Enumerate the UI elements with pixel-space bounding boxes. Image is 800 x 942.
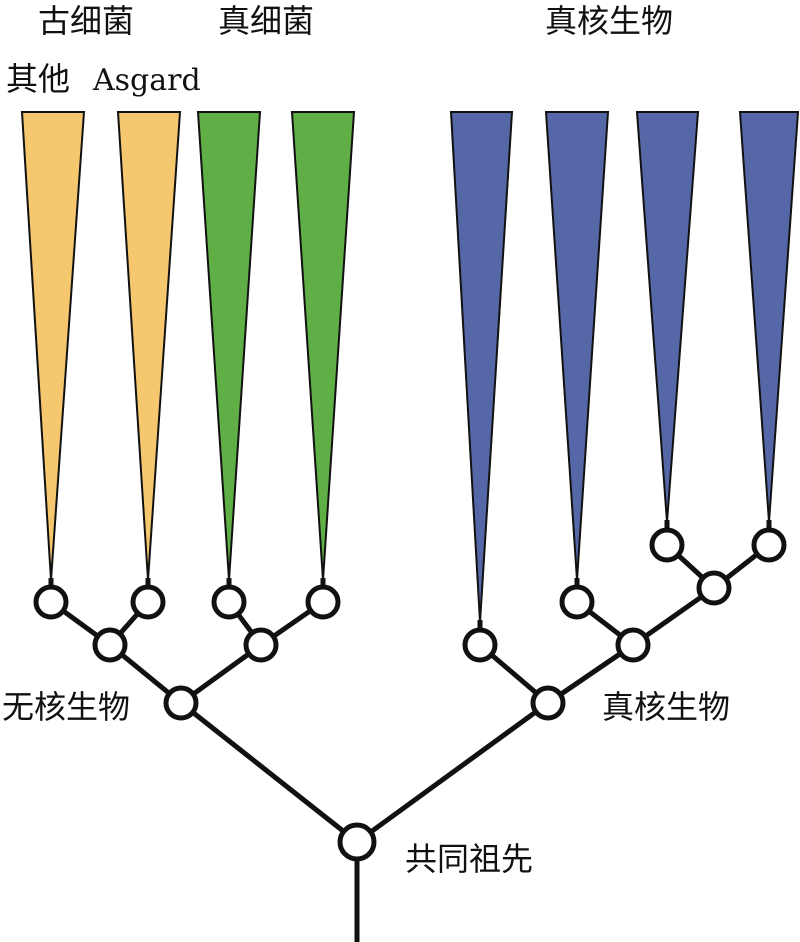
group-label-archaea: 古细菌 [38,2,134,40]
group-label-eukaryotes: 真核生物 [545,2,673,40]
tip-node-eukaryote-2 [559,584,595,620]
archaea-other-label: 其他 [6,60,70,98]
tip-node-archaea-other [33,584,69,620]
tip-node-eukaryote-3 [649,527,685,563]
tip-node-archaea-asgard [130,584,166,620]
wedge-bacteria-2 [290,111,356,581]
eukaryote-node [530,685,566,721]
eukaryote-node-label: 真核生物 [602,688,730,726]
root-node-label: 共同祖先 [405,840,533,878]
wedge-eukaryote-3 [635,111,700,523]
tip-node-eukaryote-1 [462,627,498,663]
wedge-archaea-asgard [116,111,182,581]
wedge-eukaryote-4 [738,111,800,523]
root-node [337,822,377,862]
eukaryote-inner-node-1 [615,627,651,663]
archaea-asgard-label: Asgard [92,63,201,98]
archaea-node [92,627,128,663]
wedge-archaea-other [20,111,86,581]
tip-node-eukaryote-4 [751,527,787,563]
tip-node-bacteria-1 [211,584,247,620]
wedge-eukaryote-1 [449,111,514,623]
bacteria-node [243,627,279,663]
prokaryote-node [163,685,199,721]
eukaryote-inner-node-2 [696,570,732,606]
group-label-bacteria: 真细菌 [218,2,314,40]
tip-node-bacteria-2 [305,584,341,620]
prokaryote-node-label: 无核生物 [2,688,130,726]
wedge-bacteria-1 [196,111,262,581]
wedge-eukaryote-2 [544,111,610,581]
